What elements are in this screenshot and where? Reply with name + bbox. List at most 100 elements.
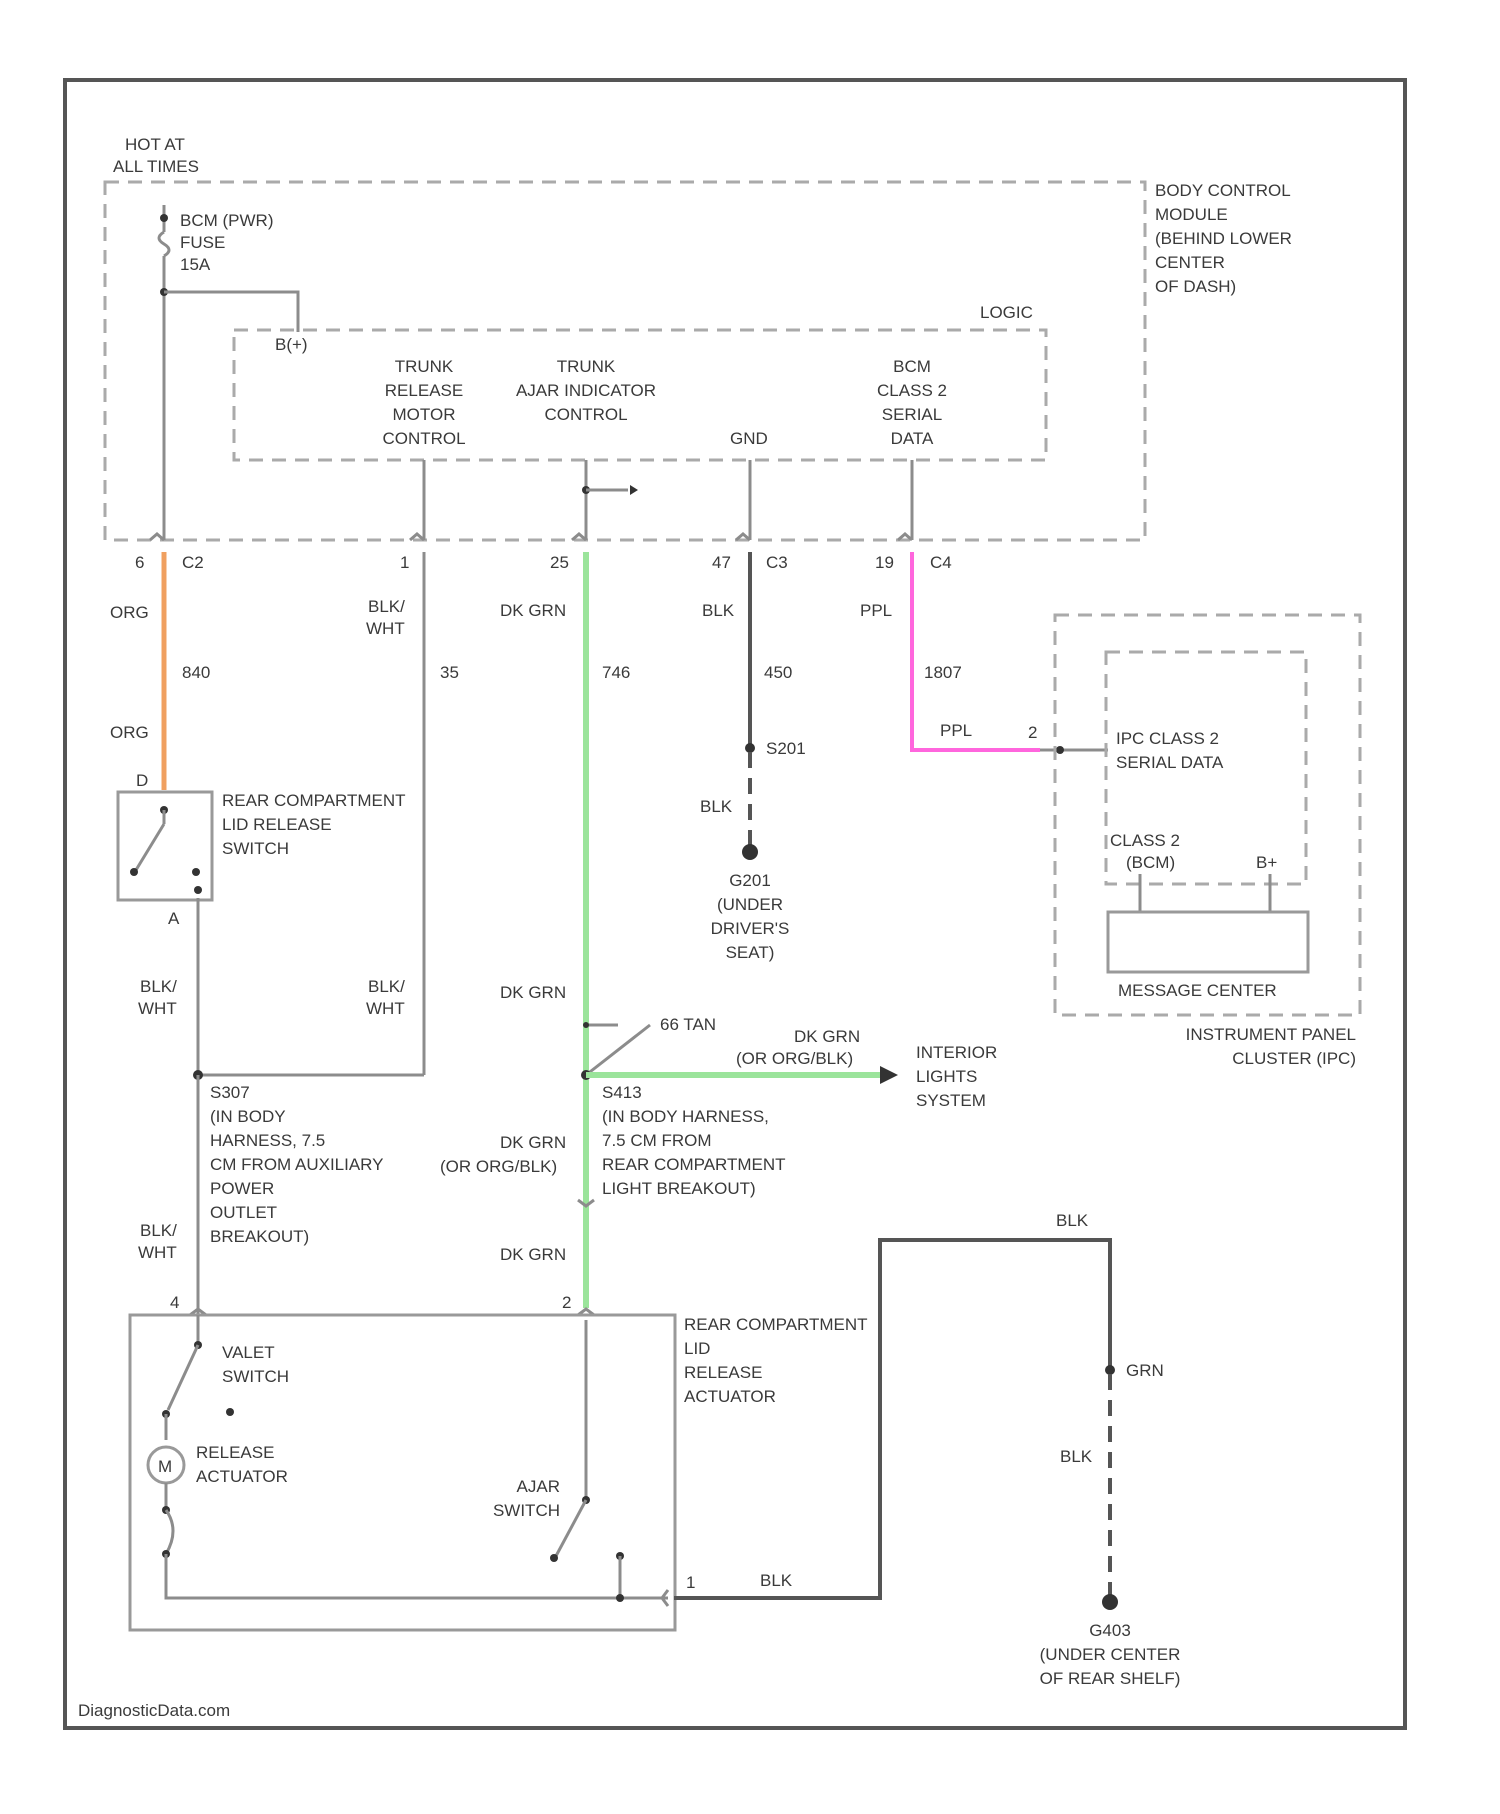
svg-text:SERIAL DATA: SERIAL DATA	[1116, 753, 1224, 772]
hot-label-1: HOT AT	[125, 135, 185, 154]
svg-text:INTERIOR: INTERIOR	[916, 1043, 997, 1062]
wire-35-label: 35	[440, 663, 459, 682]
bcm-box	[105, 182, 1145, 540]
svg-text:SYSTEM: SYSTEM	[916, 1091, 986, 1110]
ground-g403-label: G403 (UNDER CENTER OF REAR SHELF)	[1040, 1621, 1181, 1688]
trunk-release-motor-control-label: TRUNK RELEASE MOTOR CONTROL	[382, 357, 465, 448]
svg-text:HARNESS, 7.5: HARNESS, 7.5	[210, 1131, 325, 1150]
svg-text:CM FROM AUXILIARY: CM FROM AUXILIARY	[210, 1155, 384, 1174]
svg-text:(UNDER CENTER: (UNDER CENTER	[1040, 1645, 1181, 1664]
svg-text:INSTRUMENT PANEL: INSTRUMENT PANEL	[1186, 1025, 1356, 1044]
svg-text:CONTROL: CONTROL	[382, 429, 465, 448]
svg-text:OF REAR SHELF): OF REAR SHELF)	[1040, 1669, 1181, 1688]
svg-text:OF DASH): OF DASH)	[1155, 277, 1236, 296]
release-actuator-label: RELEASE ACTUATOR	[196, 1443, 288, 1486]
svg-text:15A: 15A	[180, 255, 211, 274]
bcm-class2-label: BCM CLASS 2 SERIAL DATA	[877, 357, 947, 448]
valet-switch-label: VALET SWITCH	[222, 1343, 289, 1386]
message-center	[1108, 912, 1308, 972]
svg-text:S307: S307	[210, 1083, 250, 1102]
svg-text:ACTUATOR: ACTUATOR	[196, 1467, 288, 1486]
wire-org-label-1: ORG	[110, 603, 149, 622]
svg-text:LID: LID	[684, 1339, 710, 1358]
svg-text:SWITCH: SWITCH	[493, 1501, 560, 1520]
svg-text:C3: C3	[766, 553, 788, 572]
actuator-pin-2: 2	[562, 1293, 571, 1312]
svg-text:25: 25	[550, 553, 569, 572]
svg-text:(UNDER: (UNDER	[717, 895, 783, 914]
svg-text:OUTLET: OUTLET	[210, 1203, 277, 1222]
svg-text:MODULE: MODULE	[1155, 205, 1228, 224]
ground-g201-label: G201 (UNDER DRIVER'S SEAT)	[711, 871, 790, 962]
ground-g201	[742, 844, 758, 860]
ipc-class2-label: CLASS 2 (BCM)	[1110, 831, 1180, 872]
wire-ppl-label-1: PPL	[860, 601, 892, 620]
ground-g403	[1102, 1594, 1118, 1610]
svg-text:BCM (PWR): BCM (PWR)	[180, 211, 273, 230]
ipc-serial-label: IPC CLASS 2 SERIAL DATA	[1116, 729, 1224, 772]
wire-dkgrn-label-4: DK GRN	[500, 1245, 566, 1264]
svg-text:WHT: WHT	[366, 999, 405, 1018]
svg-text:REAR COMPARTMENT: REAR COMPARTMENT	[602, 1155, 786, 1174]
svg-text:RELEASE: RELEASE	[196, 1443, 274, 1462]
svg-text:DK GRN: DK GRN	[794, 1027, 860, 1046]
svg-text:WHT: WHT	[138, 1243, 177, 1262]
svg-text:BCM: BCM	[893, 357, 931, 376]
svg-text:SERIAL: SERIAL	[882, 405, 942, 424]
wire-blk-label-1: BLK	[702, 601, 735, 620]
svg-text:RELEASE: RELEASE	[684, 1363, 762, 1382]
svg-text:RELEASE: RELEASE	[385, 381, 463, 400]
ipc-label: INSTRUMENT PANEL CLUSTER (IPC)	[1186, 1025, 1356, 1068]
wire-blk-label-2: BLK	[700, 797, 733, 816]
svg-text:7.5 CM FROM: 7.5 CM FROM	[602, 1131, 712, 1150]
wire-ppl-label-2: PPL	[940, 721, 972, 740]
svg-text:6: 6	[135, 553, 144, 572]
svg-text:LIGHTS: LIGHTS	[916, 1067, 977, 1086]
svg-text:CENTER: CENTER	[1155, 253, 1225, 272]
svg-text:SWITCH: SWITCH	[222, 839, 289, 858]
interior-lights-label: INTERIOR LIGHTS SYSTEM	[916, 1043, 997, 1110]
wire-840-label: 840	[182, 663, 210, 682]
svg-text:C2: C2	[182, 553, 204, 572]
lid-switch-pin-a: A	[168, 909, 180, 928]
svg-text:S413: S413	[602, 1083, 642, 1102]
ajar-switch-label: AJAR SWITCH	[493, 1477, 560, 1520]
wire-blkwht-label-1: BLK/	[368, 597, 405, 616]
splice-s413-label: S413 (IN BODY HARNESS, 7.5 CM FROM REAR …	[602, 1083, 786, 1198]
wire-dkgrn-interior-label: DK GRN (OR ORG/BLK)	[736, 1027, 860, 1068]
svg-text:BREAKOUT): BREAKOUT)	[210, 1227, 309, 1246]
svg-text:LIGHT BREAKOUT): LIGHT BREAKOUT)	[602, 1179, 756, 1198]
splice-s307-label: S307 (IN BODY HARNESS, 7.5 CM FROM AUXIL…	[210, 1083, 384, 1246]
bcm-label: BODY CONTROL MODULE (BEHIND LOWER CENTER…	[1155, 181, 1292, 296]
svg-text:G403: G403	[1089, 1621, 1131, 1640]
svg-text:MOTOR: MOTOR	[393, 405, 456, 424]
svg-text:TRUNK: TRUNK	[557, 357, 616, 376]
svg-text:(OR ORG/BLK): (OR ORG/BLK)	[736, 1049, 853, 1068]
actuator-pin-4: 4	[170, 1293, 179, 1312]
svg-text:CLUSTER (IPC): CLUSTER (IPC)	[1232, 1049, 1356, 1068]
svg-text:BODY CONTROL: BODY CONTROL	[1155, 181, 1291, 200]
actuator-label: REAR COMPARTMENT LID RELEASE ACTUATOR	[684, 1315, 868, 1406]
svg-text:C4: C4	[930, 553, 952, 572]
svg-text:CONTROL: CONTROL	[544, 405, 627, 424]
wire-1807-label: 1807	[924, 663, 962, 682]
wire-746-label: 746	[602, 663, 630, 682]
bcm-logic-label: LOGIC	[980, 303, 1033, 322]
wire-blkwht-label-4: BLK/	[140, 1221, 177, 1240]
svg-text:(IN BODY: (IN BODY	[210, 1107, 286, 1126]
footer-watermark: DiagnosticData.com	[78, 1701, 230, 1720]
svg-text:(BEHIND LOWER: (BEHIND LOWER	[1155, 229, 1292, 248]
lid-release-switch-label: REAR COMPARTMENT LID RELEASE SWITCH	[222, 791, 406, 858]
ipc-box	[1055, 615, 1360, 1015]
release-motor-label: M	[158, 1457, 172, 1476]
wire-dkgrn-label-2: DK GRN	[500, 983, 566, 1002]
wire-blk-label-3: BLK	[760, 1571, 793, 1590]
svg-text:19: 19	[875, 553, 894, 572]
bcm-fuse: BCM (PWR) FUSE 15A	[159, 205, 273, 274]
svg-text:TRUNK: TRUNK	[395, 357, 454, 376]
svg-text:AJAR INDICATOR: AJAR INDICATOR	[516, 381, 656, 400]
lid-switch-pin-d: D	[136, 771, 148, 790]
splice-s201-label: S201	[766, 739, 806, 758]
wire-blk-label-4: BLK	[1056, 1211, 1089, 1230]
